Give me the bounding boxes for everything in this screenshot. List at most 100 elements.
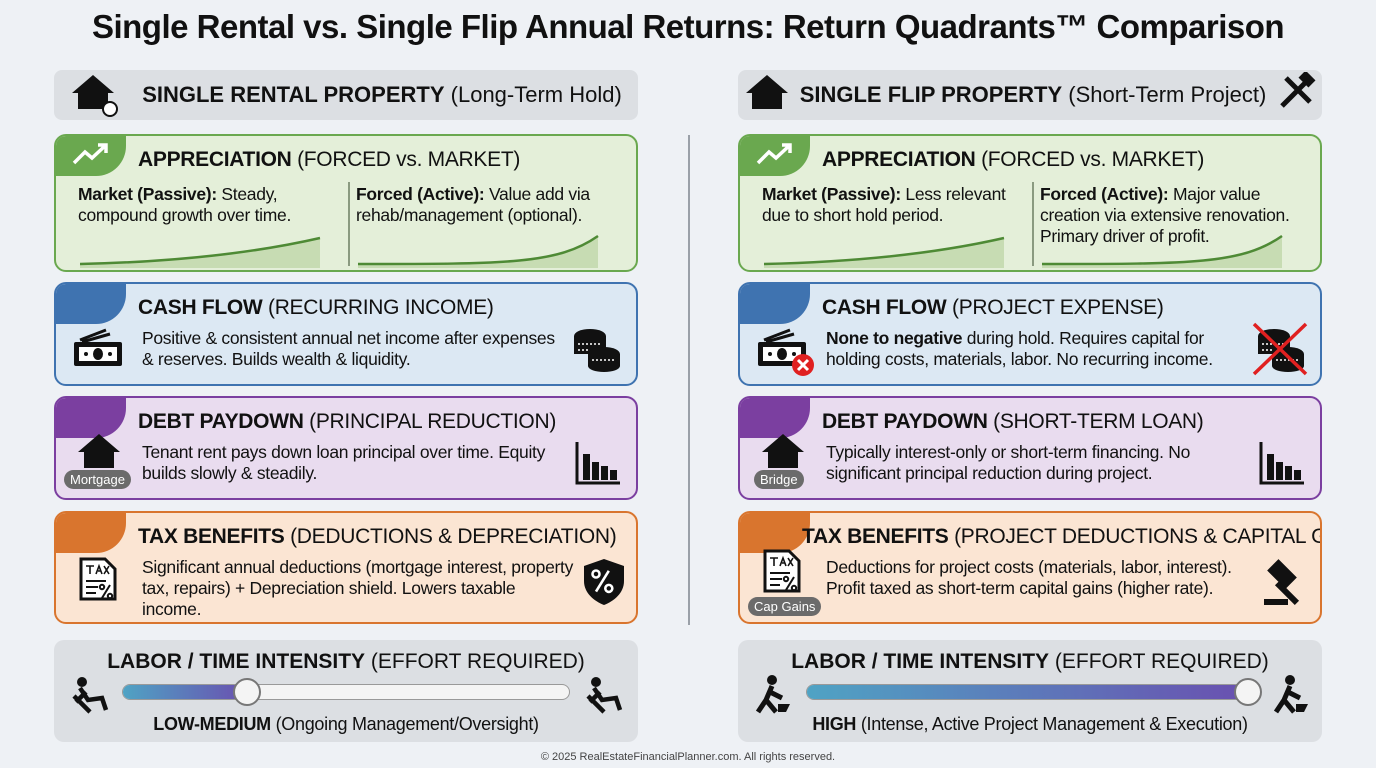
tax-title: TAX BENEFITS (DEDUCTIONS & DEPRECIATION)	[138, 525, 617, 549]
tax-title-light: (DEDUCTIONS & DEPRECIATION)	[290, 525, 617, 548]
column-divider	[688, 135, 690, 625]
coins-icon	[570, 326, 622, 377]
debt-title-light: (PRINCIPAL REDUCTION)	[309, 410, 557, 433]
effort-level-light: (Ongoing Management/Oversight)	[275, 714, 539, 734]
debt-title-bold: DEBT PAYDOWN	[138, 410, 304, 433]
market-desc: Steady, compound growth over time.	[78, 184, 292, 225]
cashflow-desc: Positive & consistent annual net income …	[142, 328, 555, 369]
relaxing-person-icon	[68, 674, 112, 719]
worker-digging-icon	[752, 674, 792, 719]
money-icon	[756, 328, 814, 376]
effort-level-light: (Intense, Active Project Management & Ex…	[860, 714, 1248, 734]
cashflow-title-light: (RECURRING INCOME)	[268, 296, 494, 319]
effort-slider-track	[806, 684, 1254, 700]
flip-appreciation-card: APPRECIATION (FORCED vs. MARKET) Market (…	[738, 134, 1322, 272]
cashflow-text: Positive & consistent annual net income …	[142, 328, 568, 370]
labor-title-bold: LABOR / TIME INTENSITY	[791, 650, 1050, 673]
market-lead: Market (Passive):	[762, 184, 901, 204]
relaxing-person-icon	[582, 674, 626, 719]
tax-title: TAX BENEFITS (PROJECT DEDUCTIONS & CAPIT…	[802, 525, 1320, 549]
cashflow-lead: None to negative	[826, 328, 963, 348]
effort-slider-fill	[123, 685, 248, 699]
effort-slider-fill	[807, 685, 1253, 699]
rental-cashflow-card: CASH FLOW (RECURRING INCOME) Positive & c…	[54, 282, 638, 386]
tax-text: Deductions for project costs (materials,…	[826, 557, 1232, 598]
declining-bar-chart-icon	[574, 440, 622, 491]
effort-level: HIGH (Intense, Active Project Management…	[738, 714, 1322, 735]
effort-slider-track	[122, 684, 570, 700]
cashflow-title-light: (PROJECT EXPENSE)	[952, 296, 1164, 319]
trend-up-icon	[755, 141, 795, 172]
market-lead: Market (Passive):	[78, 184, 217, 204]
tax-badge: Cap Gains	[748, 597, 822, 616]
effort-level-bold: LOW-MEDIUM	[153, 714, 271, 734]
market-growth-curve	[79, 234, 324, 270]
house-clock-icon	[70, 73, 132, 117]
corner-tab	[740, 398, 810, 438]
debt-title-bold: DEBT PAYDOWN	[822, 410, 988, 433]
appreciation-title-bold: APPRECIATION	[138, 148, 292, 171]
house-icon	[760, 432, 806, 475]
corner-tab	[740, 136, 810, 176]
effort-level-bold: HIGH	[812, 714, 857, 734]
worker-icon	[1270, 674, 1310, 719]
flip-tax-card: TAX BENEFITS (PROJECT DEDUCTIONS & CAPIT…	[738, 511, 1322, 624]
appreciation-title-light: (FORCED vs. MARKET)	[981, 148, 1205, 171]
cashflow-title: CASH FLOW (PROJECT EXPENSE)	[822, 296, 1164, 320]
flip-header-text: SINGLE FLIP PROPERTY (Short-Term Project…	[800, 82, 1267, 108]
rental-labor-panel: LABOR / TIME INTENSITY (EFFORT REQUIRED)…	[54, 640, 638, 742]
forced-desc: Value add via rehab/management (optional…	[356, 184, 590, 225]
loan-type-badge: Bridge	[754, 470, 804, 489]
appreciation-title-light: (FORCED vs. MARKET)	[297, 148, 521, 171]
appreciation-divider	[348, 182, 350, 266]
forced-growth-curve	[357, 234, 602, 270]
flip-labor-panel: LABOR / TIME INTENSITY (EFFORT REQUIRED)…	[738, 640, 1322, 742]
money-icon	[72, 328, 124, 373]
labor-title-light: (EFFORT REQUIRED)	[370, 650, 585, 673]
rental-header-text: SINGLE RENTAL PROPERTY (Long-Term Hold)	[142, 82, 622, 108]
tax-title-bold: TAX BENEFITS	[138, 525, 285, 548]
market-growth-curve	[763, 234, 1008, 270]
debt-title: DEBT PAYDOWN (SHORT-TERM LOAN)	[822, 410, 1204, 434]
appreciation-divider	[1032, 182, 1034, 266]
labor-title: LABOR / TIME INTENSITY (EFFORT REQUIRED)	[54, 650, 638, 674]
corner-tab	[56, 513, 126, 553]
tax-title-light: (PROJECT DEDUCTIONS & CAPITAL GAINS)	[954, 525, 1320, 548]
tools-icon	[1276, 70, 1316, 118]
corner-tab	[56, 284, 126, 324]
labor-title-bold: LABOR / TIME INTENSITY	[107, 650, 366, 673]
flip-cashflow-card: CASH FLOW (PROJECT EXPENSE) None to negat…	[738, 282, 1322, 386]
debt-title: DEBT PAYDOWN (PRINCIPAL REDUCTION)	[138, 410, 556, 434]
cashflow-title: CASH FLOW (RECURRING INCOME)	[138, 296, 494, 320]
flip-header: SINGLE FLIP PROPERTY (Short-Term Project…	[738, 70, 1322, 120]
debt-title-light: (SHORT-TERM LOAN)	[993, 410, 1204, 433]
forced-lead: Forced (Active):	[1040, 184, 1169, 204]
forced-appreciation-text: Forced (Active): Value add via rehab/man…	[356, 184, 632, 226]
header-bold: SINGLE RENTAL PROPERTY	[142, 82, 445, 107]
rental-appreciation-card: APPRECIATION (FORCED vs. MARKET) Market (…	[54, 134, 638, 272]
declining-bar-chart-icon	[1258, 440, 1306, 491]
trend-up-icon	[71, 141, 111, 172]
appreciation-title: APPRECIATION (FORCED vs. MARKET)	[822, 148, 1204, 172]
cashflow-title-bold: CASH FLOW	[822, 296, 947, 319]
error-badge-icon	[792, 354, 814, 381]
forced-lead: Forced (Active):	[356, 184, 485, 204]
market-desc: Less relevant due to short hold period.	[762, 184, 1006, 225]
effort-slider-knob	[233, 678, 262, 706]
forced-appreciation-text: Forced (Active): Major value creation vi…	[1040, 184, 1316, 247]
labor-title-light: (EFFORT REQUIRED)	[1054, 650, 1269, 673]
cashflow-desc: during hold. Requires capital for holdin…	[826, 328, 1213, 369]
tax-title-bold: TAX BENEFITS	[802, 525, 949, 548]
market-appreciation-text: Market (Passive): Steady, compound growt…	[78, 184, 340, 226]
rental-tax-card: TAX BENEFITS (DEDUCTIONS & DEPRECIATION)…	[54, 511, 638, 624]
rental-header: SINGLE RENTAL PROPERTY (Long-Term Hold)	[54, 70, 638, 120]
header-light: (Short-Term Project)	[1068, 82, 1267, 107]
corner-tab	[56, 136, 126, 176]
copyright-footer: © 2025 RealEstateFinancialPlanner.com. A…	[540, 751, 836, 763]
tax-text: Significant annual deductions (mortgage …	[142, 557, 574, 619]
cashflow-text: None to negative during hold. Requires c…	[826, 328, 1252, 370]
gavel-icon	[1260, 557, 1310, 612]
forced-growth-curve	[1041, 234, 1286, 270]
labor-title: LABOR / TIME INTENSITY (EFFORT REQUIRED)	[738, 650, 1322, 674]
tax-document-icon	[762, 549, 802, 598]
